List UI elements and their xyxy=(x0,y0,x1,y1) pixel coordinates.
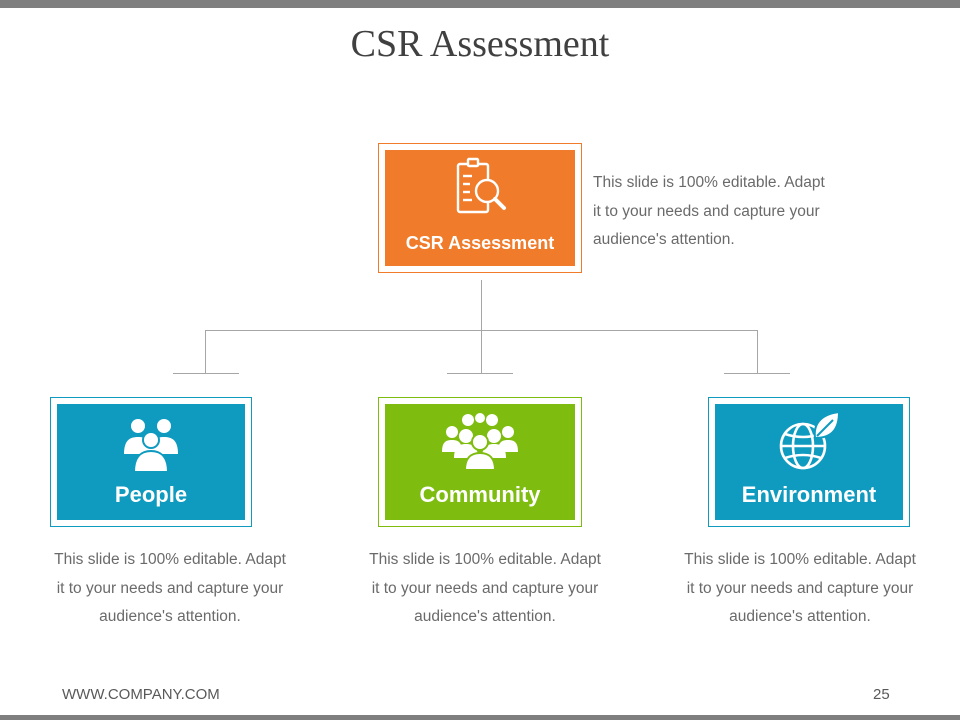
page-number: 25 xyxy=(873,686,890,703)
community-description-line: it to your needs and capture your xyxy=(371,579,599,597)
people-description-line: audience's attention. xyxy=(99,608,241,625)
connector-tick-environment xyxy=(724,373,790,374)
community-description-line: audience's attention. xyxy=(414,608,556,625)
footer-url: WWW.COMPANY.COM xyxy=(62,686,220,703)
root-node-fill: CSR Assessment xyxy=(385,150,575,266)
people-description: This slide is 100% editable. Adapt it to… xyxy=(40,546,300,632)
community-node-label: Community xyxy=(419,482,541,507)
people-description-line: This slide is 100% editable. Adapt xyxy=(54,551,286,568)
people-node: People xyxy=(50,397,252,527)
connector-drop-people xyxy=(205,330,206,373)
environment-description-line: This slide is 100% editable. Adapt xyxy=(684,551,916,568)
globe-leaf-icon xyxy=(779,410,841,470)
environment-node-label: Environment xyxy=(741,482,877,507)
bottom-bar xyxy=(0,715,960,720)
root-description-line: audience's attention. xyxy=(593,231,735,248)
slide-title: CSR Assessment xyxy=(350,23,610,65)
root-description: This slide is 100% editable. Adapt it to… xyxy=(593,169,853,255)
community-icon xyxy=(442,413,518,470)
people-node-fill: People xyxy=(57,404,245,520)
connector-horizontal xyxy=(205,330,758,331)
people-icon xyxy=(124,419,178,472)
root-description-line: This slide is 100% editable. Adapt xyxy=(593,174,825,191)
environment-description: This slide is 100% editable. Adapt it to… xyxy=(670,546,930,632)
connector-tick-community xyxy=(447,373,513,374)
community-node: Community xyxy=(378,397,582,527)
environment-node-fill: Environment xyxy=(715,404,903,520)
environment-description-line: audience's attention. xyxy=(729,608,871,625)
environment-description-line: it to your needs and capture your xyxy=(686,579,914,597)
environment-node: Environment xyxy=(708,397,910,527)
people-node-label: People xyxy=(114,482,188,507)
top-bar xyxy=(0,0,960,8)
root-node-label: CSR Assessment xyxy=(405,233,555,253)
connector-drop-environment xyxy=(757,330,758,373)
community-description-line: This slide is 100% editable. Adapt xyxy=(369,551,601,568)
community-node-fill: Community xyxy=(385,404,575,520)
connector-trunk xyxy=(481,280,482,373)
root-node: CSR Assessment xyxy=(378,143,582,273)
people-description-line: it to your needs and capture your xyxy=(56,579,284,597)
community-description: This slide is 100% editable. Adapt it to… xyxy=(355,546,615,632)
connector-tick-people xyxy=(173,373,239,374)
root-description-line: it to your needs and capture your xyxy=(593,202,820,220)
clipboard-search-icon xyxy=(456,157,506,214)
